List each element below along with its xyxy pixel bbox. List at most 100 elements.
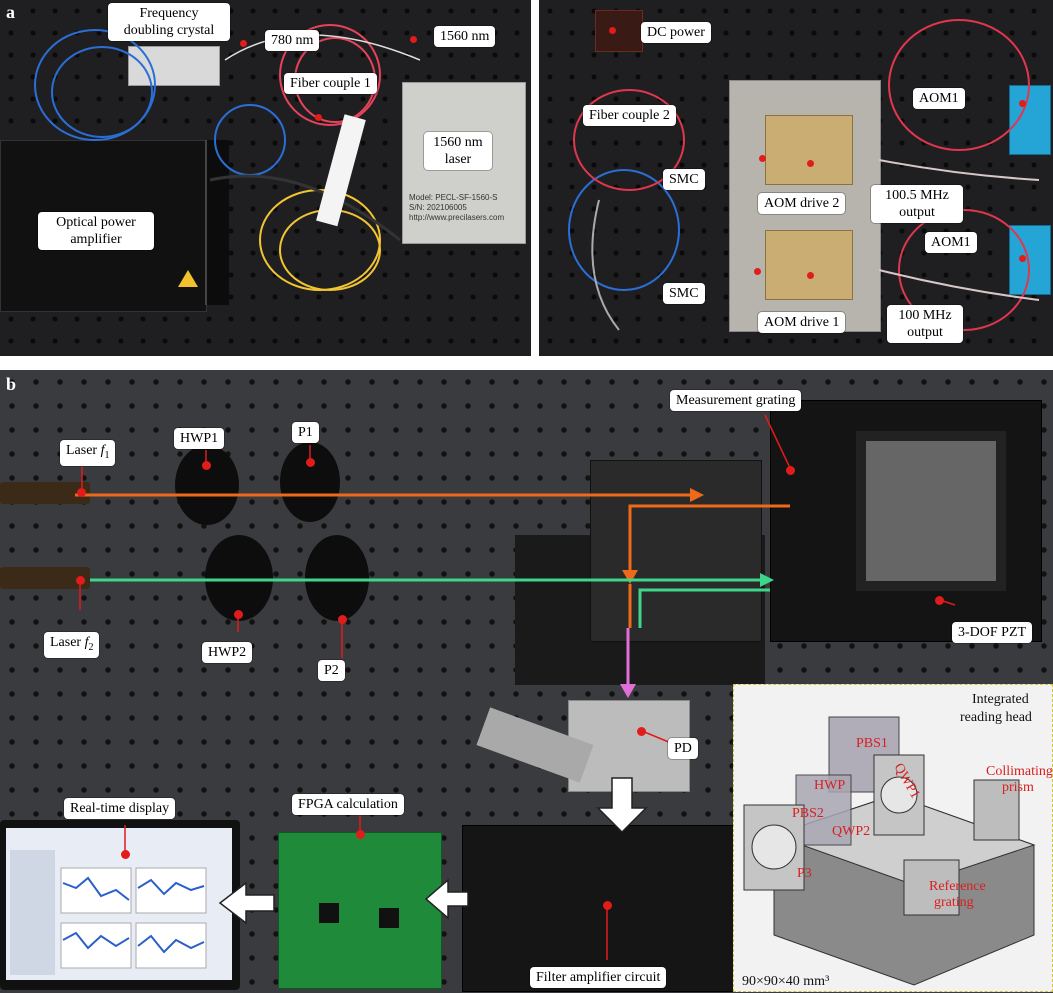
- laser-f2-collimator: [0, 567, 90, 589]
- cad-title-line1: Integrated: [972, 692, 1029, 707]
- panel-a-left-photo: a Model: PECL-SF-1560-S S/N: 202106005 h…: [0, 0, 531, 356]
- label-output-100-5: 100.5 MHz output: [871, 185, 963, 223]
- cad-collimating-line1: Collimating: [986, 764, 1052, 779]
- arrow-filter-to-fpga: [424, 878, 469, 920]
- label-output-100: 100 MHz output: [887, 305, 963, 343]
- hwp1-mount: [175, 445, 239, 525]
- label-real-time-display: Real-time display: [64, 798, 176, 819]
- label-aom1-bottom: AOM1: [925, 232, 977, 253]
- label-hwp1: HWP1: [174, 428, 225, 449]
- laser-f2-var: f: [84, 635, 89, 650]
- label-1560nm-laser: 1560 nm laser: [424, 132, 492, 170]
- laser-f2-prefix: Laser: [50, 635, 85, 650]
- beam-f2-arrowhead: [760, 573, 774, 587]
- label-smc-bottom: SMC: [663, 283, 705, 304]
- aom-drive-1-box: [765, 230, 853, 300]
- panel-a-right-fibers: [568, 19, 1040, 331]
- beam-combined-arrowhead: [620, 684, 636, 698]
- label-aom-drive-1: AOM drive 1: [758, 312, 846, 333]
- monitor-screen: [6, 828, 232, 980]
- monitor-waveforms: [10, 850, 207, 975]
- pointer-dot-aom-drive-2: [807, 160, 814, 167]
- pointer-dot-p1: [306, 458, 315, 467]
- label-780nm: 780 nm: [265, 30, 320, 51]
- laser-f1-var: f: [100, 443, 105, 458]
- pointer-dot-hwp2: [234, 610, 243, 619]
- label-fpga-calculation: FPGA calculation: [292, 794, 404, 815]
- laser-f1-sub: 1: [104, 449, 110, 461]
- cad-qwp2: QWP2: [832, 824, 870, 839]
- cad-pbs1: PBS1: [856, 736, 888, 751]
- aom-drive-2-box: [765, 115, 853, 185]
- fpga-board: [278, 832, 442, 989]
- label-optical-power-amplifier: Optical power amplifier: [38, 212, 154, 250]
- beam-f1-return: [628, 504, 790, 575]
- label-p1: P1: [292, 422, 319, 443]
- laser-plate-sn: S/N: 202106005: [409, 203, 467, 212]
- pointer-dot-aom1-top: [1019, 100, 1026, 107]
- pointer-dot-fpga: [356, 830, 365, 839]
- label-aom-drive-2: AOM drive 2: [758, 193, 846, 214]
- fpga-chip-1: [319, 903, 339, 923]
- laser-plate-url: http://www.precilasers.com: [409, 213, 505, 222]
- pointer-dot-aom-drive-1: [807, 272, 814, 279]
- warning-sticker: [178, 270, 198, 287]
- label-aom1-top: AOM1: [913, 88, 965, 109]
- dc-power-box: [595, 10, 643, 52]
- panel-b-letter: b: [6, 374, 17, 394]
- label-pd: PD: [668, 738, 698, 759]
- cad-dimensions: 90×90×40 mm³: [742, 974, 829, 989]
- p2-mount: [305, 535, 369, 621]
- beam-f2-return: [638, 588, 770, 628]
- label-laser-f1: Laser f1: [60, 440, 116, 466]
- label-measurement-grating: Measurement grating: [670, 390, 802, 411]
- pointer-dot-fiber-couple-1: [315, 114, 322, 121]
- pointer-dot-p2: [338, 615, 347, 624]
- cad-hwp: HWP: [814, 778, 845, 793]
- label-dc-power: DC power: [641, 22, 711, 43]
- arrow-fpga-to-display: [218, 881, 275, 925]
- panel-b-overlay: [75, 414, 956, 960]
- aom1-top-device: [1009, 85, 1051, 155]
- fpga-chip-2: [379, 908, 399, 928]
- pointer-dot-real-time-display: [121, 850, 130, 859]
- laser-f1-collimator: [0, 482, 90, 504]
- beam-f1-arrowhead: [690, 488, 704, 502]
- label-fiber-couple-2: Fiber couple 2: [583, 105, 676, 126]
- laser-f1-prefix: Laser: [66, 443, 101, 458]
- label-fiber-couple-1: Fiber couple 1: [284, 73, 377, 94]
- label-laser-f2: Laser f2: [44, 632, 100, 658]
- pointer-dot-filter-amplifier: [603, 901, 612, 910]
- filter-amplifier-board: [462, 825, 734, 992]
- pointer-dot-aom1-bottom: [1019, 255, 1026, 262]
- cad-drawing: Integrated reading head PBS1 HWP QWP1 PB…: [742, 692, 1053, 989]
- aom1-bottom-device: [1009, 225, 1051, 295]
- cad-pbs2: PBS2: [792, 806, 824, 821]
- cad-reference-line2: grating: [934, 895, 974, 910]
- label-filter-amplifier-circuit: Filter amplifier circuit: [530, 967, 667, 988]
- label-1560nm: 1560 nm: [434, 26, 496, 47]
- panel-a-left-fibers: [34, 24, 421, 291]
- pointer-dot-dc-power: [609, 27, 616, 34]
- reading-head-block: [590, 460, 762, 642]
- amplifier-side-panel: [205, 140, 229, 305]
- pointer-dot-780: [240, 40, 247, 47]
- cad-reference-line1: Reference: [929, 879, 986, 894]
- label-smc-top: SMC: [663, 169, 705, 190]
- laser-plate-model: Model: PECL-SF-1560-S: [409, 193, 498, 202]
- hwp2-mount: [205, 535, 273, 621]
- label-hwp2: HWP2: [202, 642, 253, 663]
- pointer-dot-laser-f1: [77, 488, 86, 497]
- pointer-dot-measurement-grating: [786, 466, 795, 475]
- label-3dof-pzt: 3-DOF PZT: [952, 622, 1033, 643]
- beam-f1-down-arrowhead: [622, 570, 638, 584]
- pointer-dot-pzt: [935, 596, 944, 605]
- panel-a-letter: a: [6, 2, 15, 22]
- pointer-dot-1560: [410, 36, 417, 43]
- pzt-stage: [770, 400, 1042, 642]
- label-frequency-doubling-crystal: Frequency doubling crystal: [108, 3, 230, 41]
- pointer-dot-hwp1: [202, 461, 211, 470]
- label-p2: P2: [318, 660, 345, 681]
- cad-collimating-line2: prism: [1002, 780, 1034, 795]
- pointer-dot-pd: [637, 727, 646, 736]
